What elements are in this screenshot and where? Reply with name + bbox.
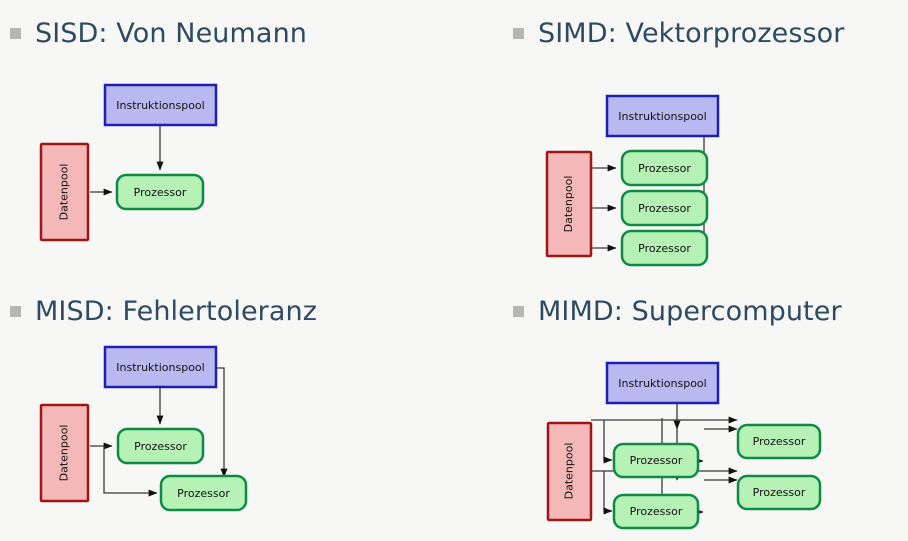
heading-misd: MISD: Fehlertoleranz <box>10 298 317 325</box>
node-instruktionspool: Instruktionspool <box>103 345 218 389</box>
node-datenpool: Datenpool <box>39 142 90 242</box>
node-datenpool-label: Datenpool <box>58 164 71 221</box>
diagram-simd: Instruktionspool Datenpool Prozessor Pro… <box>454 62 908 277</box>
node-instruktionspool: Instruktionspool <box>605 361 720 405</box>
heading-sisd-label: SISD: Von Neumann <box>35 18 307 49</box>
node-instruktionspool-label: Instruktionspool <box>618 377 706 390</box>
edge-data-to-lproc-1 <box>603 420 613 464</box>
node-datenpool-label: Datenpool <box>58 425 71 482</box>
node-prozessor: Prozessor <box>159 474 248 512</box>
node-prozessor: Prozessor <box>736 474 822 511</box>
node-datenpool: Datenpool <box>39 403 90 503</box>
node-prozessor: Prozessor <box>612 442 700 479</box>
diagram-mimd: Instruktionspool Datenpool Prozessor Pro… <box>454 340 908 541</box>
node-prozessor: Prozessor <box>620 189 709 227</box>
node-datenpool: Datenpool <box>545 150 593 258</box>
node-prozessor-label: Prozessor <box>753 486 806 499</box>
edge-data-to-lproc-2 <box>603 471 613 515</box>
node-prozessor-label: Prozessor <box>638 202 691 215</box>
node-instruktionspool-label: Instruktionspool <box>618 110 706 123</box>
node-instruktionspool-label: Instruktionspool <box>116 99 204 112</box>
heading-mimd-label: MIMD: Supercomputer <box>538 296 842 327</box>
node-prozessor: Prozessor <box>620 149 709 187</box>
node-datenpool-label: Datenpool <box>562 176 575 233</box>
bullet-square-icon <box>513 28 524 39</box>
diagram-misd: Instruktionspool Datenpool Prozessor Pro… <box>0 340 454 541</box>
node-prozessor: Prozessor <box>736 423 822 460</box>
bullet-square-icon <box>10 28 21 39</box>
node-prozessor-label: Prozessor <box>134 440 187 453</box>
node-prozessor: Prozessor <box>620 229 709 267</box>
node-instruktionspool: Instruktionspool <box>605 94 720 138</box>
heading-mimd: MIMD: Supercomputer <box>513 298 842 325</box>
node-datenpool-label: Datenpool <box>563 443 576 500</box>
edge-data-to-proc-2 <box>103 446 158 497</box>
node-datenpool: Datenpool <box>546 421 593 522</box>
node-instruktionspool-label: Instruktionspool <box>116 361 204 374</box>
node-instruktionspool: Instruktionspool <box>103 83 218 127</box>
edge-instr-to-proc-2 <box>216 367 228 478</box>
node-prozessor: Prozessor <box>116 427 205 465</box>
heading-simd-label: SIMD: Vektorprozessor <box>538 18 845 49</box>
heading-simd: SIMD: Vektorprozessor <box>513 20 845 47</box>
heading-sisd: SISD: Von Neumann <box>10 20 307 47</box>
bullet-square-icon <box>10 306 21 317</box>
node-prozessor-label: Prozessor <box>638 162 691 175</box>
node-prozessor-label: Prozessor <box>638 242 691 255</box>
node-prozessor-label: Prozessor <box>134 186 187 199</box>
node-prozessor-label: Prozessor <box>630 454 683 467</box>
node-prozessor-label: Prozessor <box>630 505 683 518</box>
diagram-sisd: Instruktionspool Datenpool Prozessor <box>0 62 454 262</box>
node-prozessor: Prozessor <box>115 173 205 211</box>
node-prozessor-label: Prozessor <box>753 435 806 448</box>
heading-misd-label: MISD: Fehlertoleranz <box>35 296 318 327</box>
bullet-square-icon <box>513 306 524 317</box>
node-prozessor: Prozessor <box>612 493 700 530</box>
node-prozessor-label: Prozessor <box>177 487 230 500</box>
